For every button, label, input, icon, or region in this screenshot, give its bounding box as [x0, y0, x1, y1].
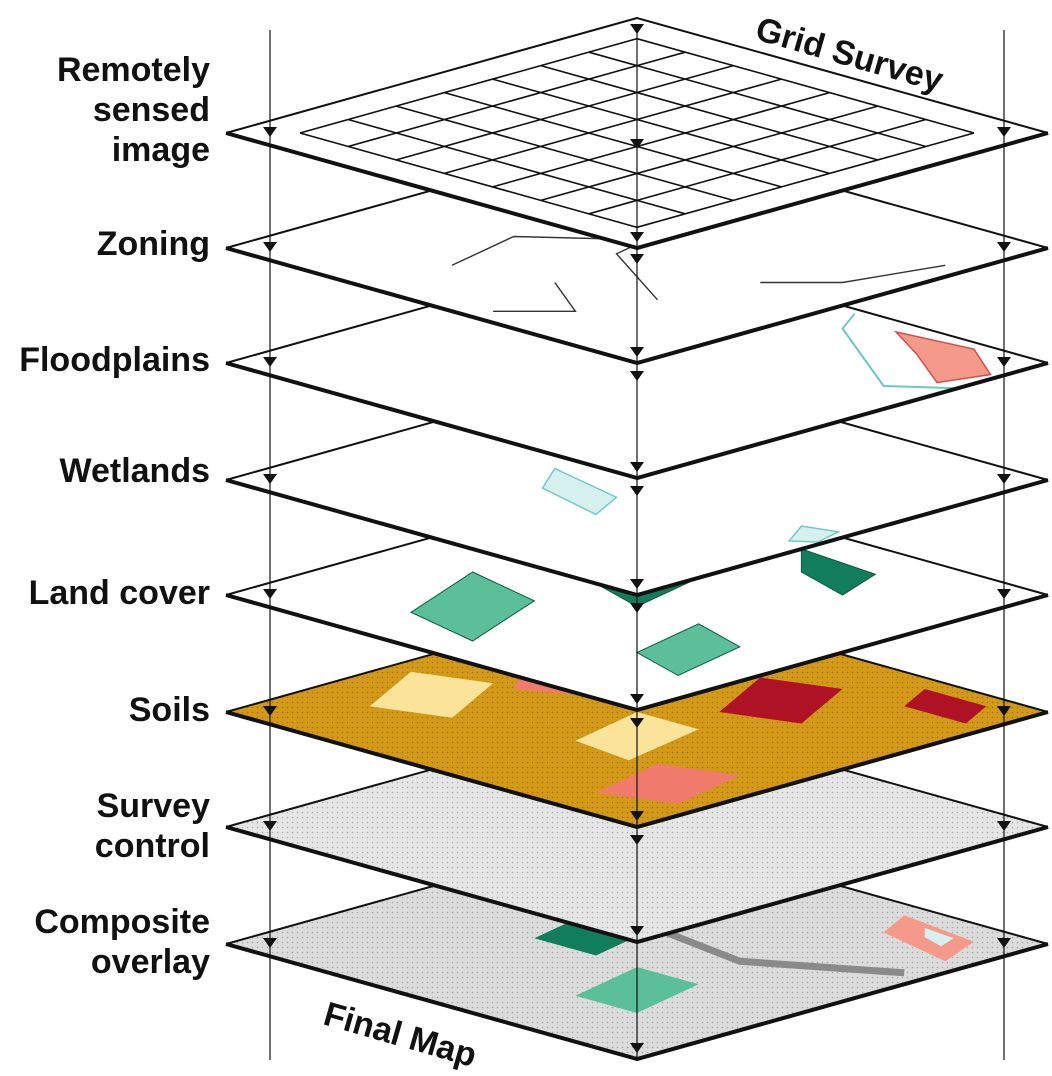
registration-arrow: [263, 242, 277, 252]
zoning-boundary: [493, 282, 577, 312]
land-cover-patch: [635, 623, 741, 677]
registration-arrow: [630, 603, 644, 613]
layer-back-edge: [225, 16, 1049, 134]
registration-lines: [263, 24, 1011, 1060]
registration-arrow: [630, 718, 644, 728]
layer-label-floodplains: Floodplains: [19, 341, 210, 379]
grid-line: [492, 91, 830, 188]
registration-arrow: [630, 232, 644, 242]
wetland-area: [541, 467, 618, 516]
layer-label-survey-control: Survey control: [94, 787, 210, 865]
grid-line: [444, 78, 782, 175]
land-cover-patch: [409, 571, 536, 642]
wetland-area: [787, 525, 841, 543]
registration-arrow: [630, 347, 644, 357]
registration-arrow: [630, 254, 644, 264]
grid-line: [492, 78, 830, 175]
registration-arrow: [997, 242, 1011, 252]
grid-line: [636, 132, 975, 229]
grid-line: [540, 105, 878, 202]
layer-label-composite-overlay: Composite overlay: [34, 903, 210, 981]
registration-arrow: [997, 357, 1011, 367]
registration-arrow: [263, 821, 277, 831]
registration-arrow: [263, 706, 277, 716]
registration-arrow: [263, 357, 277, 367]
registration-arrow: [630, 1043, 644, 1053]
grid-line: [299, 37, 638, 134]
grid-line: [396, 105, 734, 202]
grid-line: [347, 118, 686, 215]
registration-arrow: [630, 694, 644, 704]
registration-arrow: [263, 127, 277, 137]
registration-arrow: [263, 938, 277, 948]
registration-arrow: [630, 835, 644, 845]
registration-arrow: [997, 706, 1011, 716]
registration-arrow: [263, 589, 277, 599]
layer-label-soils: Soils: [128, 691, 210, 729]
registration-arrow: [630, 462, 644, 472]
registration-arrow: [997, 821, 1011, 831]
layer-label-land-cover: Land cover: [28, 574, 210, 612]
grid-line: [444, 91, 782, 188]
layer-label-wetlands: Wetlands: [59, 452, 210, 490]
registration-arrow: [630, 926, 644, 936]
layer-label-remotely-sensed-image: Remotely sensed image: [56, 51, 210, 169]
grid-line: [636, 37, 975, 134]
registration-arrow: [997, 938, 1011, 948]
registration-arrow: [630, 24, 644, 34]
soil-patch: [369, 671, 494, 718]
soil-patch: [904, 689, 987, 724]
grid-line: [396, 64, 734, 161]
soil-patch: [719, 677, 843, 724]
floodplain-zone: [893, 330, 992, 384]
grid-line: [588, 51, 927, 148]
composite-patch: [924, 927, 954, 947]
registration-arrow: [997, 589, 1011, 599]
land-cover-patch: [800, 548, 877, 596]
layer-label-zoning: Zoning: [96, 225, 210, 263]
grid-line: [588, 118, 927, 215]
grid-line: [540, 64, 878, 161]
registration-arrow: [997, 127, 1011, 137]
registration-arrow: [630, 579, 644, 589]
registration-arrow: [630, 139, 644, 149]
registration-arrow: [630, 371, 644, 381]
flood-boundary: [841, 312, 958, 390]
grid-line: [347, 51, 686, 148]
registration-arrow: [263, 474, 277, 484]
soil-patch: [595, 763, 740, 804]
registration-arrow: [997, 474, 1011, 484]
grid-line: [299, 132, 638, 229]
zoning-boundary: [760, 264, 946, 284]
registration-arrow: [630, 486, 644, 496]
registration-arrow: [630, 811, 644, 821]
